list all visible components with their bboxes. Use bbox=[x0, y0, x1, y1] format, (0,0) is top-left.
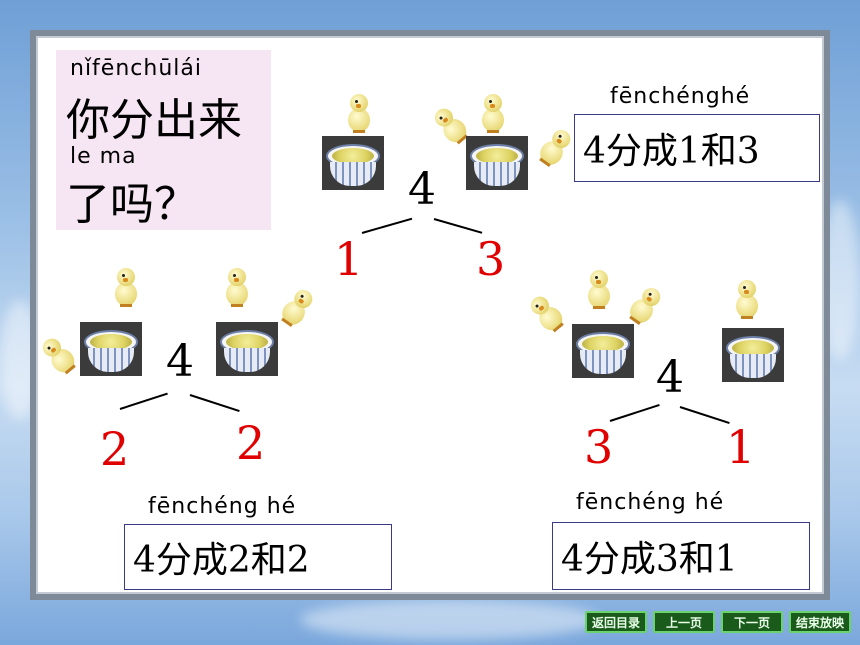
top-total: 4 bbox=[408, 164, 436, 215]
right-label-pinyin: fēnchéng hé bbox=[576, 490, 725, 515]
left-left-part: 2 bbox=[100, 422, 130, 476]
right-right-branch bbox=[679, 406, 730, 425]
right-left-branch bbox=[609, 403, 660, 422]
question-box: nǐfēnchūlái 你分出来 le ma 了吗？ bbox=[56, 50, 271, 230]
next-page-button[interactable]: 下一页 bbox=[721, 611, 783, 633]
seed-bowl-icon bbox=[572, 324, 634, 378]
chick-icon bbox=[273, 283, 321, 333]
chick-icon bbox=[222, 268, 252, 308]
end-show-button[interactable]: 结束放映 bbox=[789, 611, 851, 633]
chick-icon bbox=[523, 289, 572, 339]
seed-bowl-icon bbox=[722, 328, 784, 382]
chick-icon bbox=[531, 123, 579, 173]
chick-icon bbox=[111, 268, 141, 308]
right-left-part: 3 bbox=[584, 420, 614, 474]
back-to-contents-button[interactable]: 返回目录 bbox=[585, 611, 647, 633]
right-right-part: 1 bbox=[726, 420, 756, 474]
slide-canvas: nǐfēnchūlái 你分出来 le ma 了吗？ 4 1 3 fēnchén… bbox=[30, 30, 830, 600]
left-label-pinyin: fēnchéng hé bbox=[148, 494, 297, 519]
left-right-part: 2 bbox=[236, 416, 266, 470]
left-left-branch bbox=[119, 392, 168, 410]
left-answer-box: 4分成2和2 bbox=[124, 524, 392, 590]
question-pinyin-2: le ma bbox=[70, 144, 137, 169]
seed-bowl-icon bbox=[80, 322, 142, 376]
question-text-2: 了吗？ bbox=[66, 179, 198, 230]
chick-icon bbox=[35, 331, 84, 381]
top-left-branch bbox=[361, 217, 413, 234]
right-total: 4 bbox=[656, 352, 684, 403]
seed-bowl-icon bbox=[322, 136, 384, 190]
previous-page-button[interactable]: 上一页 bbox=[653, 611, 715, 633]
question-text-1: 你分出来 bbox=[66, 95, 242, 146]
chick-icon bbox=[478, 94, 508, 134]
top-label-pinyin: fēnchénghé bbox=[610, 84, 751, 109]
chick-icon bbox=[584, 270, 614, 310]
seed-bowl-icon bbox=[216, 322, 278, 376]
seed-bowl-icon bbox=[466, 136, 528, 190]
left-right-branch bbox=[189, 394, 240, 413]
left-total: 4 bbox=[166, 336, 194, 387]
chick-icon bbox=[344, 94, 374, 134]
top-answer-box: 4分成1和3 bbox=[574, 114, 820, 182]
question-pinyin-1: nǐfēnchūlái bbox=[70, 56, 202, 81]
top-left-part: 1 bbox=[334, 232, 364, 286]
right-answer-box: 4分成3和1 bbox=[552, 522, 810, 590]
chick-icon bbox=[732, 280, 762, 320]
top-right-part: 3 bbox=[476, 232, 506, 286]
